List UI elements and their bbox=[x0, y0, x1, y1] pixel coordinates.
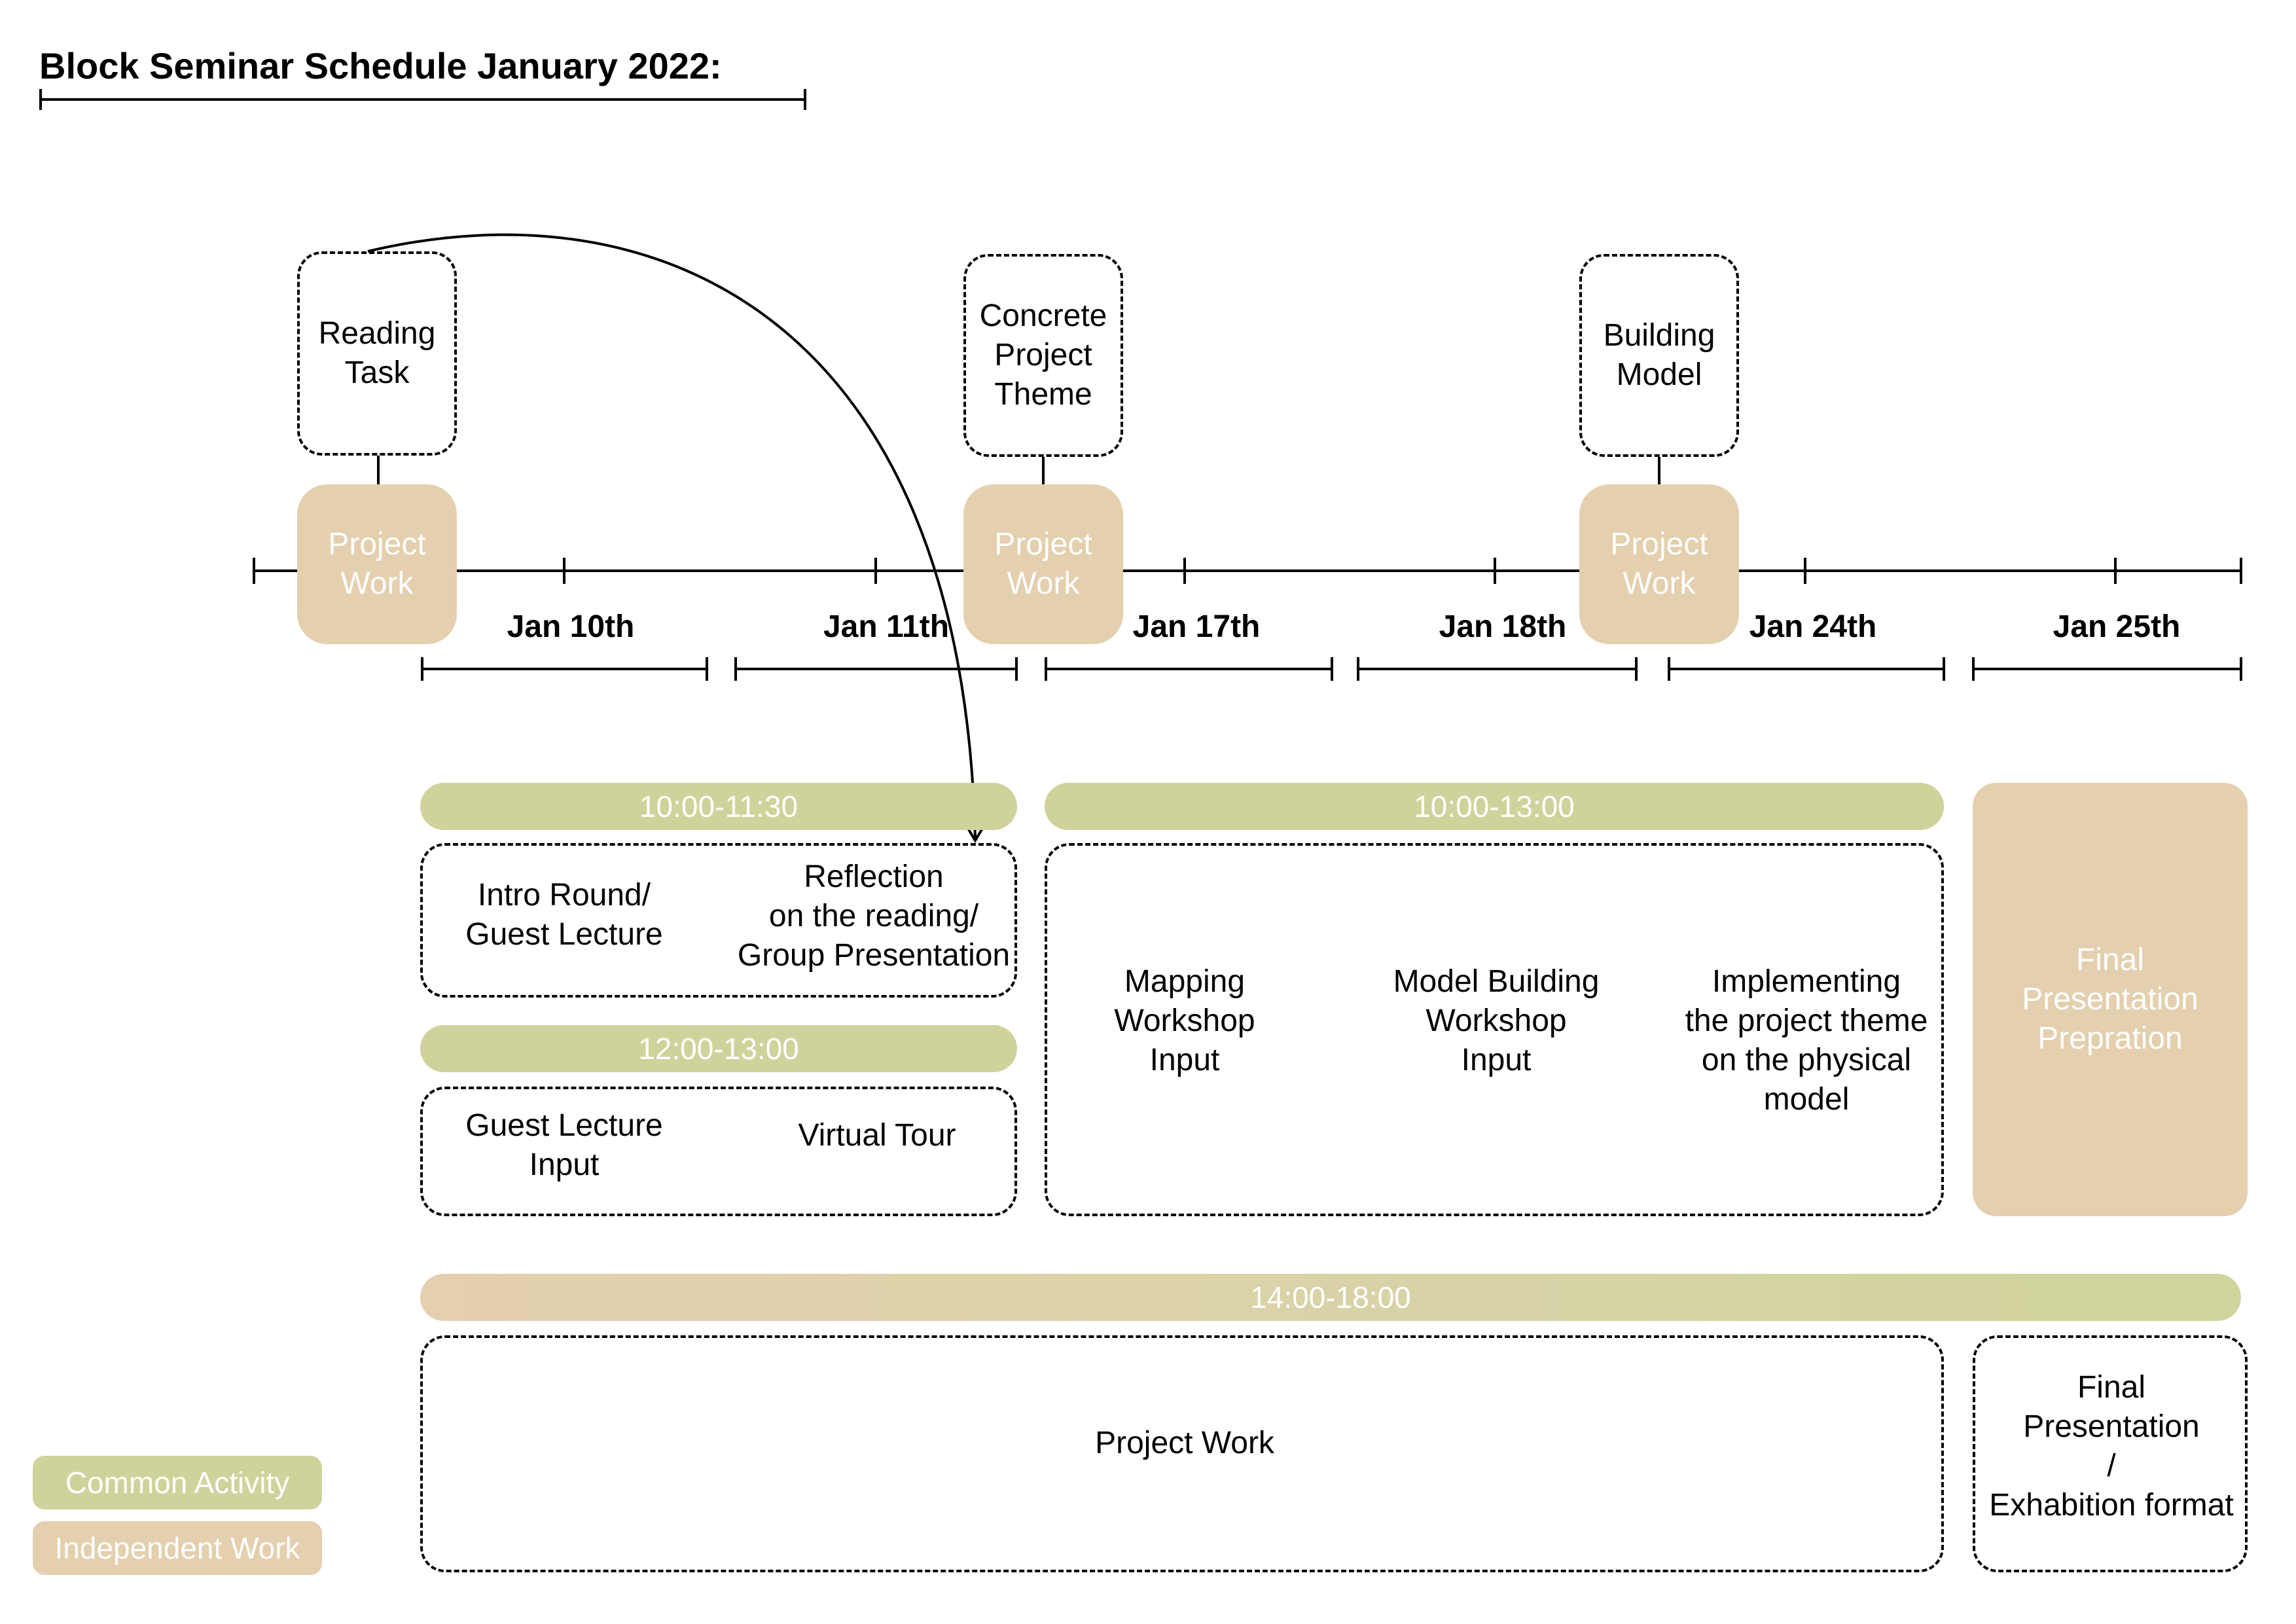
time-slot-morning-week1: 10:00-11:30 bbox=[420, 783, 1017, 830]
week1-midday-box bbox=[420, 1087, 1017, 1216]
date-jan-24: Jan 24th bbox=[1749, 609, 1877, 644]
page-title: Block Seminar Schedule January 2022: bbox=[39, 45, 722, 86]
legend-common-activity: Common Activity bbox=[33, 1456, 322, 1509]
reading-task-label: Reading Task bbox=[318, 316, 436, 390]
time-slot-afternoon: 14:00-18:00 bbox=[420, 1274, 2241, 1321]
intro-round-text: Intro Round/ Guest Lecture bbox=[465, 878, 663, 952]
project-work-node-3: Project Work bbox=[1579, 484, 1739, 644]
implementing-theme-text: Implementing the project theme on the ph… bbox=[1685, 964, 1928, 1117]
legend-independent-work: Independent Work bbox=[33, 1521, 322, 1575]
guest-lecture-input-text: Guest Lecture Input bbox=[465, 1108, 663, 1182]
weeks2-3-morning-box bbox=[1045, 843, 1944, 1216]
week1-morning-box bbox=[420, 843, 1017, 998]
date-jan-11: Jan 11th bbox=[823, 609, 950, 644]
time-slot-midday-week1: 12:00-13:00 bbox=[420, 1025, 1017, 1072]
reflection-text: Reflection on the reading/ Group Present… bbox=[737, 859, 1011, 973]
final-presentation-prep-block: Final Presentation Prepration bbox=[1973, 783, 2248, 1216]
afternoon-project-work-box bbox=[420, 1335, 1944, 1572]
date-brackets bbox=[421, 657, 2242, 681]
project-work-node-2: Project Work bbox=[963, 484, 1123, 644]
concrete-theme-label: Concrete Project Theme bbox=[979, 298, 1107, 412]
model-building-workshop-text: Model Building Workshop Input bbox=[1393, 964, 1600, 1077]
final-presentation-format-text: Final Presentation / Exhabition format bbox=[1989, 1370, 2234, 1523]
afternoon-project-work-text: Project Work bbox=[1095, 1426, 1274, 1460]
building-model-label: Building Model bbox=[1603, 318, 1715, 392]
reading-to-reflection-arrow bbox=[367, 233, 977, 839]
date-jan-10: Jan 10th bbox=[507, 609, 635, 644]
date-jan-17: Jan 17th bbox=[1132, 609, 1261, 644]
date-jan-25: Jan 25th bbox=[2053, 609, 2181, 644]
final-presentation-format-box bbox=[1973, 1335, 2248, 1572]
mapping-workshop-text: Mapping Workshop Input bbox=[1114, 964, 1255, 1077]
building-model-box bbox=[1579, 254, 1739, 457]
reading-task-box bbox=[297, 251, 457, 456]
date-jan-18: Jan 18th bbox=[1439, 609, 1567, 644]
concrete-theme-box bbox=[963, 254, 1123, 457]
virtual-tour-text: Virtual Tour bbox=[798, 1118, 956, 1153]
time-slot-morning-weeks2-3: 10:00-13:00 bbox=[1045, 783, 1944, 830]
project-work-node-1: Project Work bbox=[297, 484, 457, 644]
